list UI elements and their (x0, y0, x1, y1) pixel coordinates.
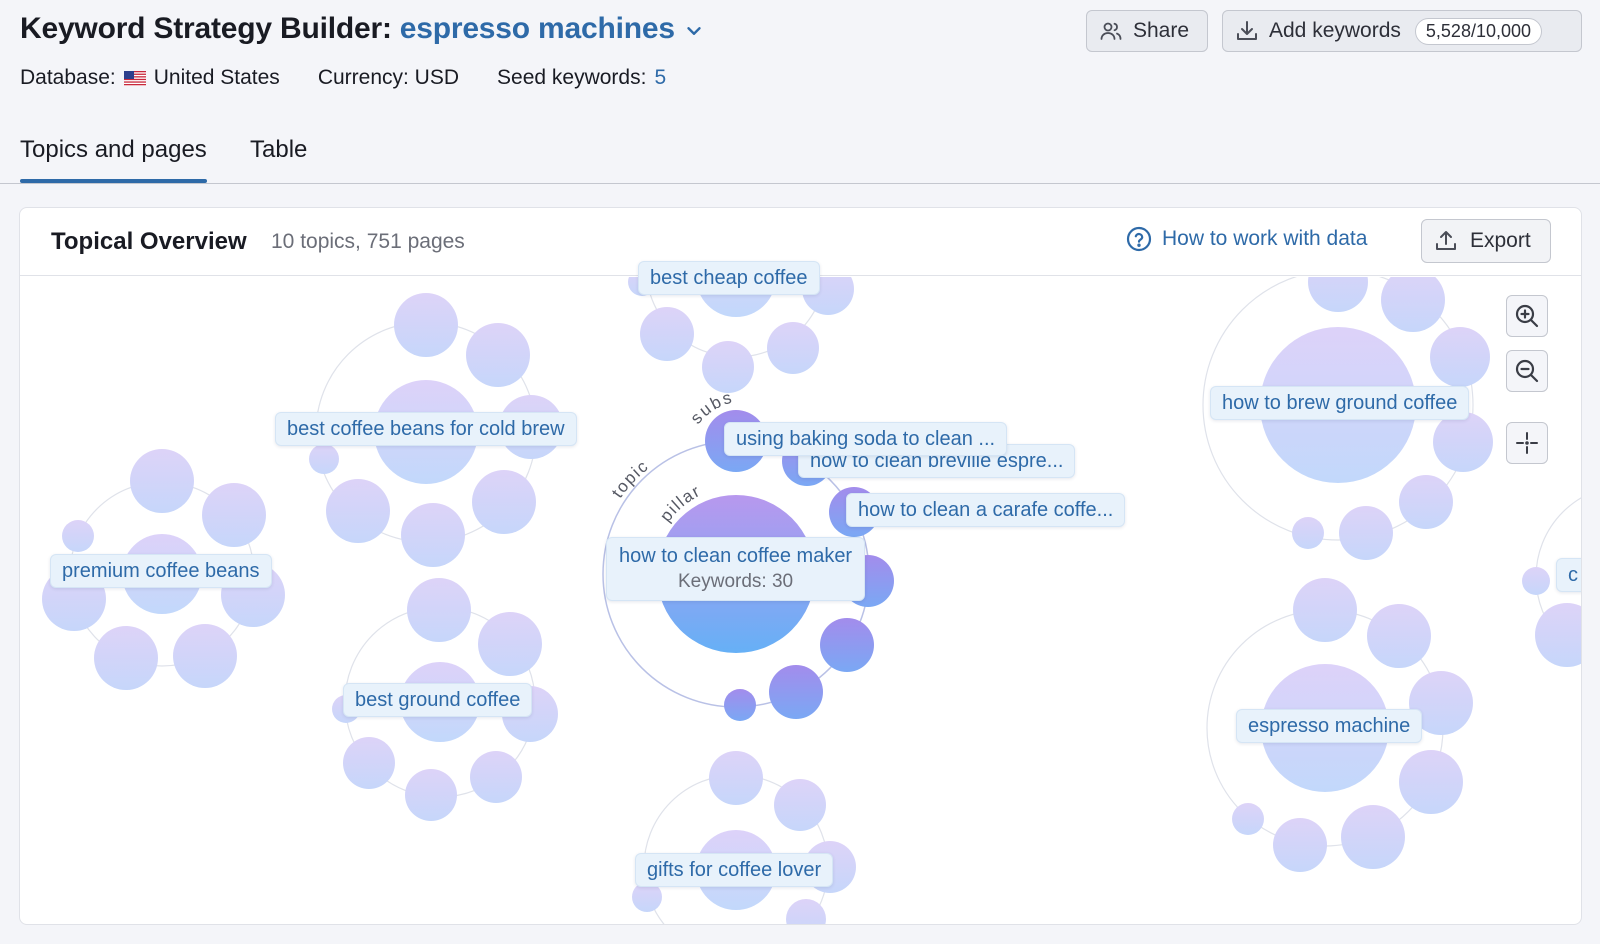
add-keywords-label: Add keywords (1269, 19, 1401, 42)
topic-label[interactable]: premium coffee beans (50, 554, 272, 588)
center-view-button[interactable] (1506, 422, 1548, 464)
topic-label[interactable]: c (1556, 558, 1581, 592)
add-keywords-button[interactable]: Add keywords 5,528/10,000 (1222, 10, 1582, 52)
share-button[interactable]: Share (1086, 10, 1208, 52)
page-title: Keyword Strategy Builder: espresso machi… (20, 12, 705, 46)
seed-keywords-link[interactable]: 5 (654, 66, 667, 89)
chevron-down-icon[interactable] (683, 20, 705, 42)
question-circle-icon (1126, 226, 1152, 252)
view-tabs: Topics and pages Table (0, 130, 1600, 184)
seed-keywords-info: Seed keywords: 5 (497, 66, 666, 90)
keywords-counter-badge: 5,528/10,000 (1414, 17, 1543, 45)
how-to-label: How to work with data (1162, 227, 1368, 250)
crosshair-icon (1516, 432, 1538, 454)
topic-graph: topic pillar subs (42, 277, 1582, 925)
seed-label: Seed keywords: (497, 66, 647, 89)
keyword-selector[interactable]: espresso machines (399, 12, 675, 45)
card-title: Topical Overview (51, 228, 247, 255)
subtopic-label[interactable]: how to clean a carafe coffe... (846, 493, 1126, 527)
currency-text: Currency: USD (317, 66, 460, 89)
topical-overview-card: Topical Overview 10 topics, 751 pages Ho… (19, 207, 1582, 925)
topic-label[interactable]: best cheap coffee (638, 261, 820, 295)
topic-label[interactable]: espresso machine (1236, 709, 1423, 743)
database-label: Database: (20, 66, 116, 89)
zoom-out-button[interactable] (1506, 350, 1548, 392)
pillar-label-text: how to clean coffee maker (619, 545, 853, 567)
topic-label[interactable]: best coffee beans for cold brew (275, 412, 577, 446)
subtopic-label[interactable]: using baking soda to clean ... (724, 422, 1008, 456)
export-button[interactable]: Export (1421, 219, 1551, 263)
people-icon (1100, 22, 1122, 40)
topic-cluster[interactable] (632, 751, 856, 925)
topic-label[interactable]: how to brew ground coffee (1210, 386, 1470, 420)
upload-icon (1436, 231, 1456, 250)
pillar-keyword-count: Keywords: 30 (677, 571, 794, 592)
zoom-out-icon (1515, 359, 1539, 383)
currency-info: Currency: USD (318, 66, 459, 90)
page-title-text: Keyword Strategy Builder: (20, 12, 392, 45)
zoom-in-icon (1515, 304, 1539, 328)
tab-topics-and-pages[interactable]: Topics and pages (20, 136, 207, 183)
export-label: Export (1470, 229, 1531, 252)
database-info: Database: United States (20, 66, 280, 90)
database-value: United States (153, 66, 280, 89)
share-label: Share (1133, 19, 1190, 42)
topic-bubble-map[interactable]: topic pillar subs best cheap coffee best… (20, 261, 1582, 925)
report-meta: Database: United States Currency: USD Se… (20, 66, 666, 90)
tab-table[interactable]: Table (250, 136, 308, 163)
card-subtitle: 10 topics, 751 pages (271, 230, 465, 253)
how-to-work-with-data-link[interactable]: How to work with data (1126, 226, 1367, 252)
topic-label[interactable]: best ground coffee (343, 683, 533, 717)
topic-cluster[interactable] (1522, 485, 1582, 669)
zoom-in-button[interactable] (1506, 295, 1548, 337)
pillar-label[interactable]: how to clean coffee maker Keywords: 30 (606, 537, 866, 601)
us-flag-icon (123, 70, 146, 86)
topic-label[interactable]: gifts for coffee lover (635, 853, 834, 887)
topic-cluster[interactable] (1202, 277, 1493, 560)
download-icon (1237, 21, 1257, 40)
